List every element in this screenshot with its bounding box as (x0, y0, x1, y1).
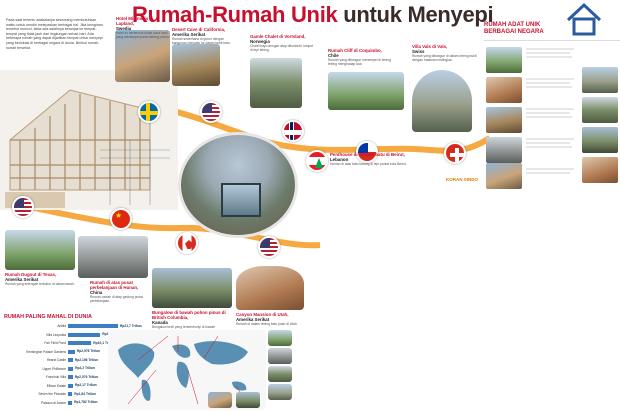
expensive-house-value: Rp2,106 Triliun (74, 357, 99, 362)
traditional-house-photo (486, 47, 522, 73)
caption-switzerland: Villa Vals di Vals, Swiss Rumah yang dib… (412, 44, 477, 62)
expensive-house-value: Rp1,84 Triliun (74, 391, 96, 396)
expensive-house-label: Franchuk Villa (45, 375, 66, 379)
british-columbia-bungalow-photo (152, 268, 232, 308)
traditional-house-photo (486, 77, 522, 103)
expensive-house-value: Rp2,17 Triliun (75, 383, 97, 387)
traditional-house-photo (486, 163, 522, 189)
expensive-house-value: Rp21,7 Triliun (120, 323, 142, 328)
chile-cliff-house-photo (328, 72, 404, 110)
expensive-house-bar (68, 324, 118, 328)
expensive-house-label: Villa Leopolda (46, 332, 66, 337)
expensive-house-value: Rp2,2 Triliun (75, 366, 95, 370)
villa-vals-photo (412, 70, 472, 132)
expensive-house-bar (68, 383, 73, 388)
expensive-house-label: Kensington Palace Gardens (26, 349, 66, 354)
house-icon (566, 2, 602, 36)
publisher-logo: KORAN SINDO (446, 177, 479, 182)
expensive-house-value: Rp2,976 Triliun (76, 349, 101, 353)
traditional-houses-title: RUMAH ADAT UNIK BERBAGAI NEGARA (484, 22, 544, 35)
caption-lebanon: Penthouse di sebuah batu di Beirut, Leba… (330, 152, 407, 166)
caption-hunan: Rumah di atas pusat perbelanjaan di Huna… (90, 280, 143, 303)
expensive-house-bar (68, 400, 73, 405)
traditional-houses-list (484, 40, 620, 189)
expensive-house-bar (68, 358, 73, 362)
caption-lapland: Hotel Minimalis di Lapland, Swedia Hotel… (116, 16, 170, 39)
sweden-flag-icon (138, 101, 160, 123)
traditional-house-photo (486, 107, 522, 133)
expensive-house-bar (68, 375, 73, 379)
expensive-house-label: Antilia (57, 324, 66, 328)
expensive-house-bar (68, 349, 75, 354)
texas-dugout-photo (5, 230, 75, 270)
house-framework-illustration (0, 70, 178, 210)
traditional-houses-text-lines (526, 48, 574, 174)
utah-canyon-mansion-photo (236, 266, 304, 310)
expensive-house-photo (268, 348, 292, 364)
switzerland-flag-icon (444, 142, 466, 164)
expensive-house-bar (68, 392, 73, 396)
expensive-house-label: Seven the Pinnacle (38, 392, 66, 396)
traditional-house-photo (582, 157, 618, 183)
caption-norway: Gamle Chalet di Vortsland, Norwegia Chal… (250, 34, 314, 52)
usa-flag-icon (258, 236, 280, 258)
traditional-house-photo (582, 67, 618, 93)
expensive-houses-title: RUMAH PALING MAHAL DI DUNIA (4, 314, 92, 320)
usa-flag-icon (12, 196, 34, 218)
canada-flag-icon (176, 232, 198, 254)
expensive-house-photo (268, 366, 292, 382)
expensive-house-value: Rp1,782 Triliun (74, 400, 98, 404)
caption-utah: Canyon Mansion di Utah, Amerika Serikat … (236, 312, 298, 326)
expensive-house-photo (208, 392, 232, 408)
traditional-house-photo (486, 137, 522, 163)
hunan-rooftop-houses-photo (78, 236, 148, 278)
expensive-house-bar (68, 366, 74, 371)
page-title: Rumah-Rumah Unik untuk Menyepi (132, 2, 494, 27)
expensive-house-photo (236, 392, 260, 408)
traditional-house-photo (582, 127, 618, 153)
expensive-house-photo (268, 330, 292, 346)
expensive-house-label: Fair Field Pond (44, 341, 66, 345)
expensive-house-value: Rp10,1 Triliun (93, 340, 115, 345)
world-map-shape (118, 335, 249, 405)
norway-flag-icon (282, 120, 304, 142)
chile-flag-icon (356, 141, 378, 163)
expensive-house-value: Rp2,076 Triliun (74, 374, 99, 379)
expensive-house-label: Upper Phillimore (42, 366, 66, 371)
norway-chalet-photo (250, 58, 302, 108)
expensive-house-label: Hearst Castle (46, 358, 66, 362)
expensive-house-bar (68, 341, 92, 345)
lebanon-flag-icon (306, 150, 328, 172)
expensive-house-bar (68, 332, 101, 337)
caption-texas: Rumah Dugout di Texas, Amerika Serikat R… (5, 272, 75, 286)
intro-paragraph: Pada saat tertentu adakalanya seseorang … (6, 18, 103, 50)
lebanon-rock-penthouse-photo (178, 132, 298, 238)
lapland-hotel-photo (115, 30, 170, 82)
caption-chile: Rumah Cliff di Coquimbo, Chile Rumah yan… (328, 48, 392, 66)
caption-california: Desert Cave di California, Amerika Serik… (172, 27, 231, 45)
desert-cave-photo (172, 44, 220, 86)
expensive-house-photo (268, 384, 292, 400)
china-flag-icon (110, 208, 132, 230)
usa-flag-icon (200, 101, 222, 123)
traditional-house-photo (582, 97, 618, 123)
expensive-house-label: Palazzo di Amore (41, 400, 66, 405)
expensive-house-label: Ellison Estate (46, 383, 66, 388)
